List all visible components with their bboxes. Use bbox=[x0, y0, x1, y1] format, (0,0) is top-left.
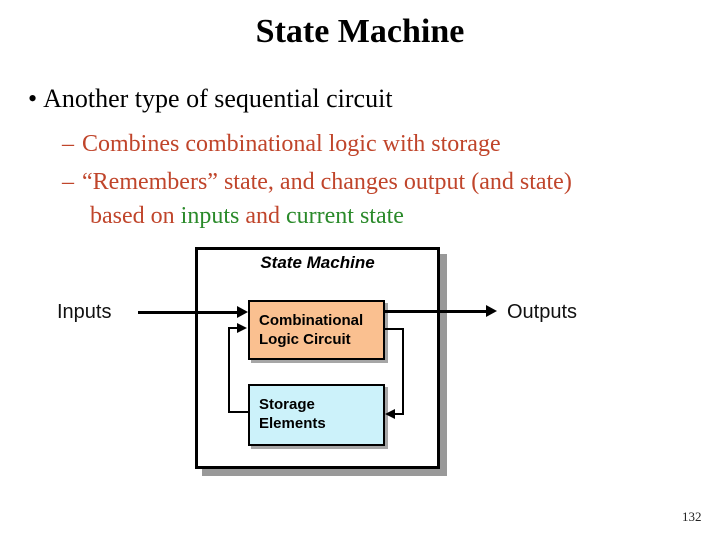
feedback-right-vertical-line bbox=[402, 328, 404, 415]
combinational-logic-label-line2: Logic Circuit bbox=[259, 331, 351, 348]
dash-icon: – bbox=[62, 169, 74, 195]
feedback-right-top-line bbox=[385, 328, 404, 330]
storage-elements-label-line2: Elements bbox=[259, 415, 326, 432]
feedback-left-bottom-line bbox=[228, 411, 248, 413]
bullet-icon: • bbox=[28, 84, 38, 113]
input-arrow-line bbox=[138, 311, 239, 314]
page-number: 132 bbox=[682, 509, 702, 524]
text-segment-green: current state bbox=[286, 203, 404, 229]
text-segment-green: inputs bbox=[180, 203, 240, 229]
sub-bullet-2-continuation: based on inputs and current state bbox=[90, 203, 404, 230]
combinational-logic-box: Combinational Logic Circuit bbox=[248, 300, 385, 360]
diagram-title: State Machine bbox=[260, 253, 375, 272]
feedback-left-vertical-line bbox=[228, 327, 230, 413]
text-segment-red: and bbox=[239, 203, 286, 229]
inputs-label: Inputs bbox=[57, 301, 112, 323]
storage-elements-box: Storage Elements bbox=[248, 384, 385, 446]
sub-bullet-1: –Combines combinational logic with stora… bbox=[62, 131, 501, 158]
sub-bullet-1-text: Combines combinational logic with storag… bbox=[82, 131, 501, 157]
sub-bullet-2-text: “Remembers” state, and changes output (a… bbox=[82, 169, 572, 195]
dash-icon: – bbox=[62, 131, 74, 157]
bullet-item: •Another type of sequential circuit bbox=[28, 84, 393, 114]
output-arrowhead-icon bbox=[486, 305, 497, 317]
outputs-label: Outputs bbox=[507, 301, 578, 323]
storage-elements-label-line1: Storage bbox=[259, 396, 315, 413]
combinational-logic-label-line1: Combinational bbox=[259, 312, 364, 329]
input-arrowhead-icon bbox=[237, 306, 248, 318]
output-arrow-line bbox=[385, 310, 486, 313]
feedback-right-arrowhead-icon bbox=[385, 409, 395, 419]
page-title: State Machine bbox=[255, 13, 465, 50]
feedback-left-top-line bbox=[228, 327, 238, 329]
text-segment-red: based on bbox=[90, 203, 181, 229]
feedback-right-bottom-line bbox=[394, 413, 404, 415]
sub-bullet-2: –“Remembers” state, and changes output (… bbox=[62, 169, 572, 196]
feedback-left-arrowhead-icon bbox=[237, 323, 247, 333]
bullet-text: Another type of sequential circuit bbox=[43, 84, 393, 113]
